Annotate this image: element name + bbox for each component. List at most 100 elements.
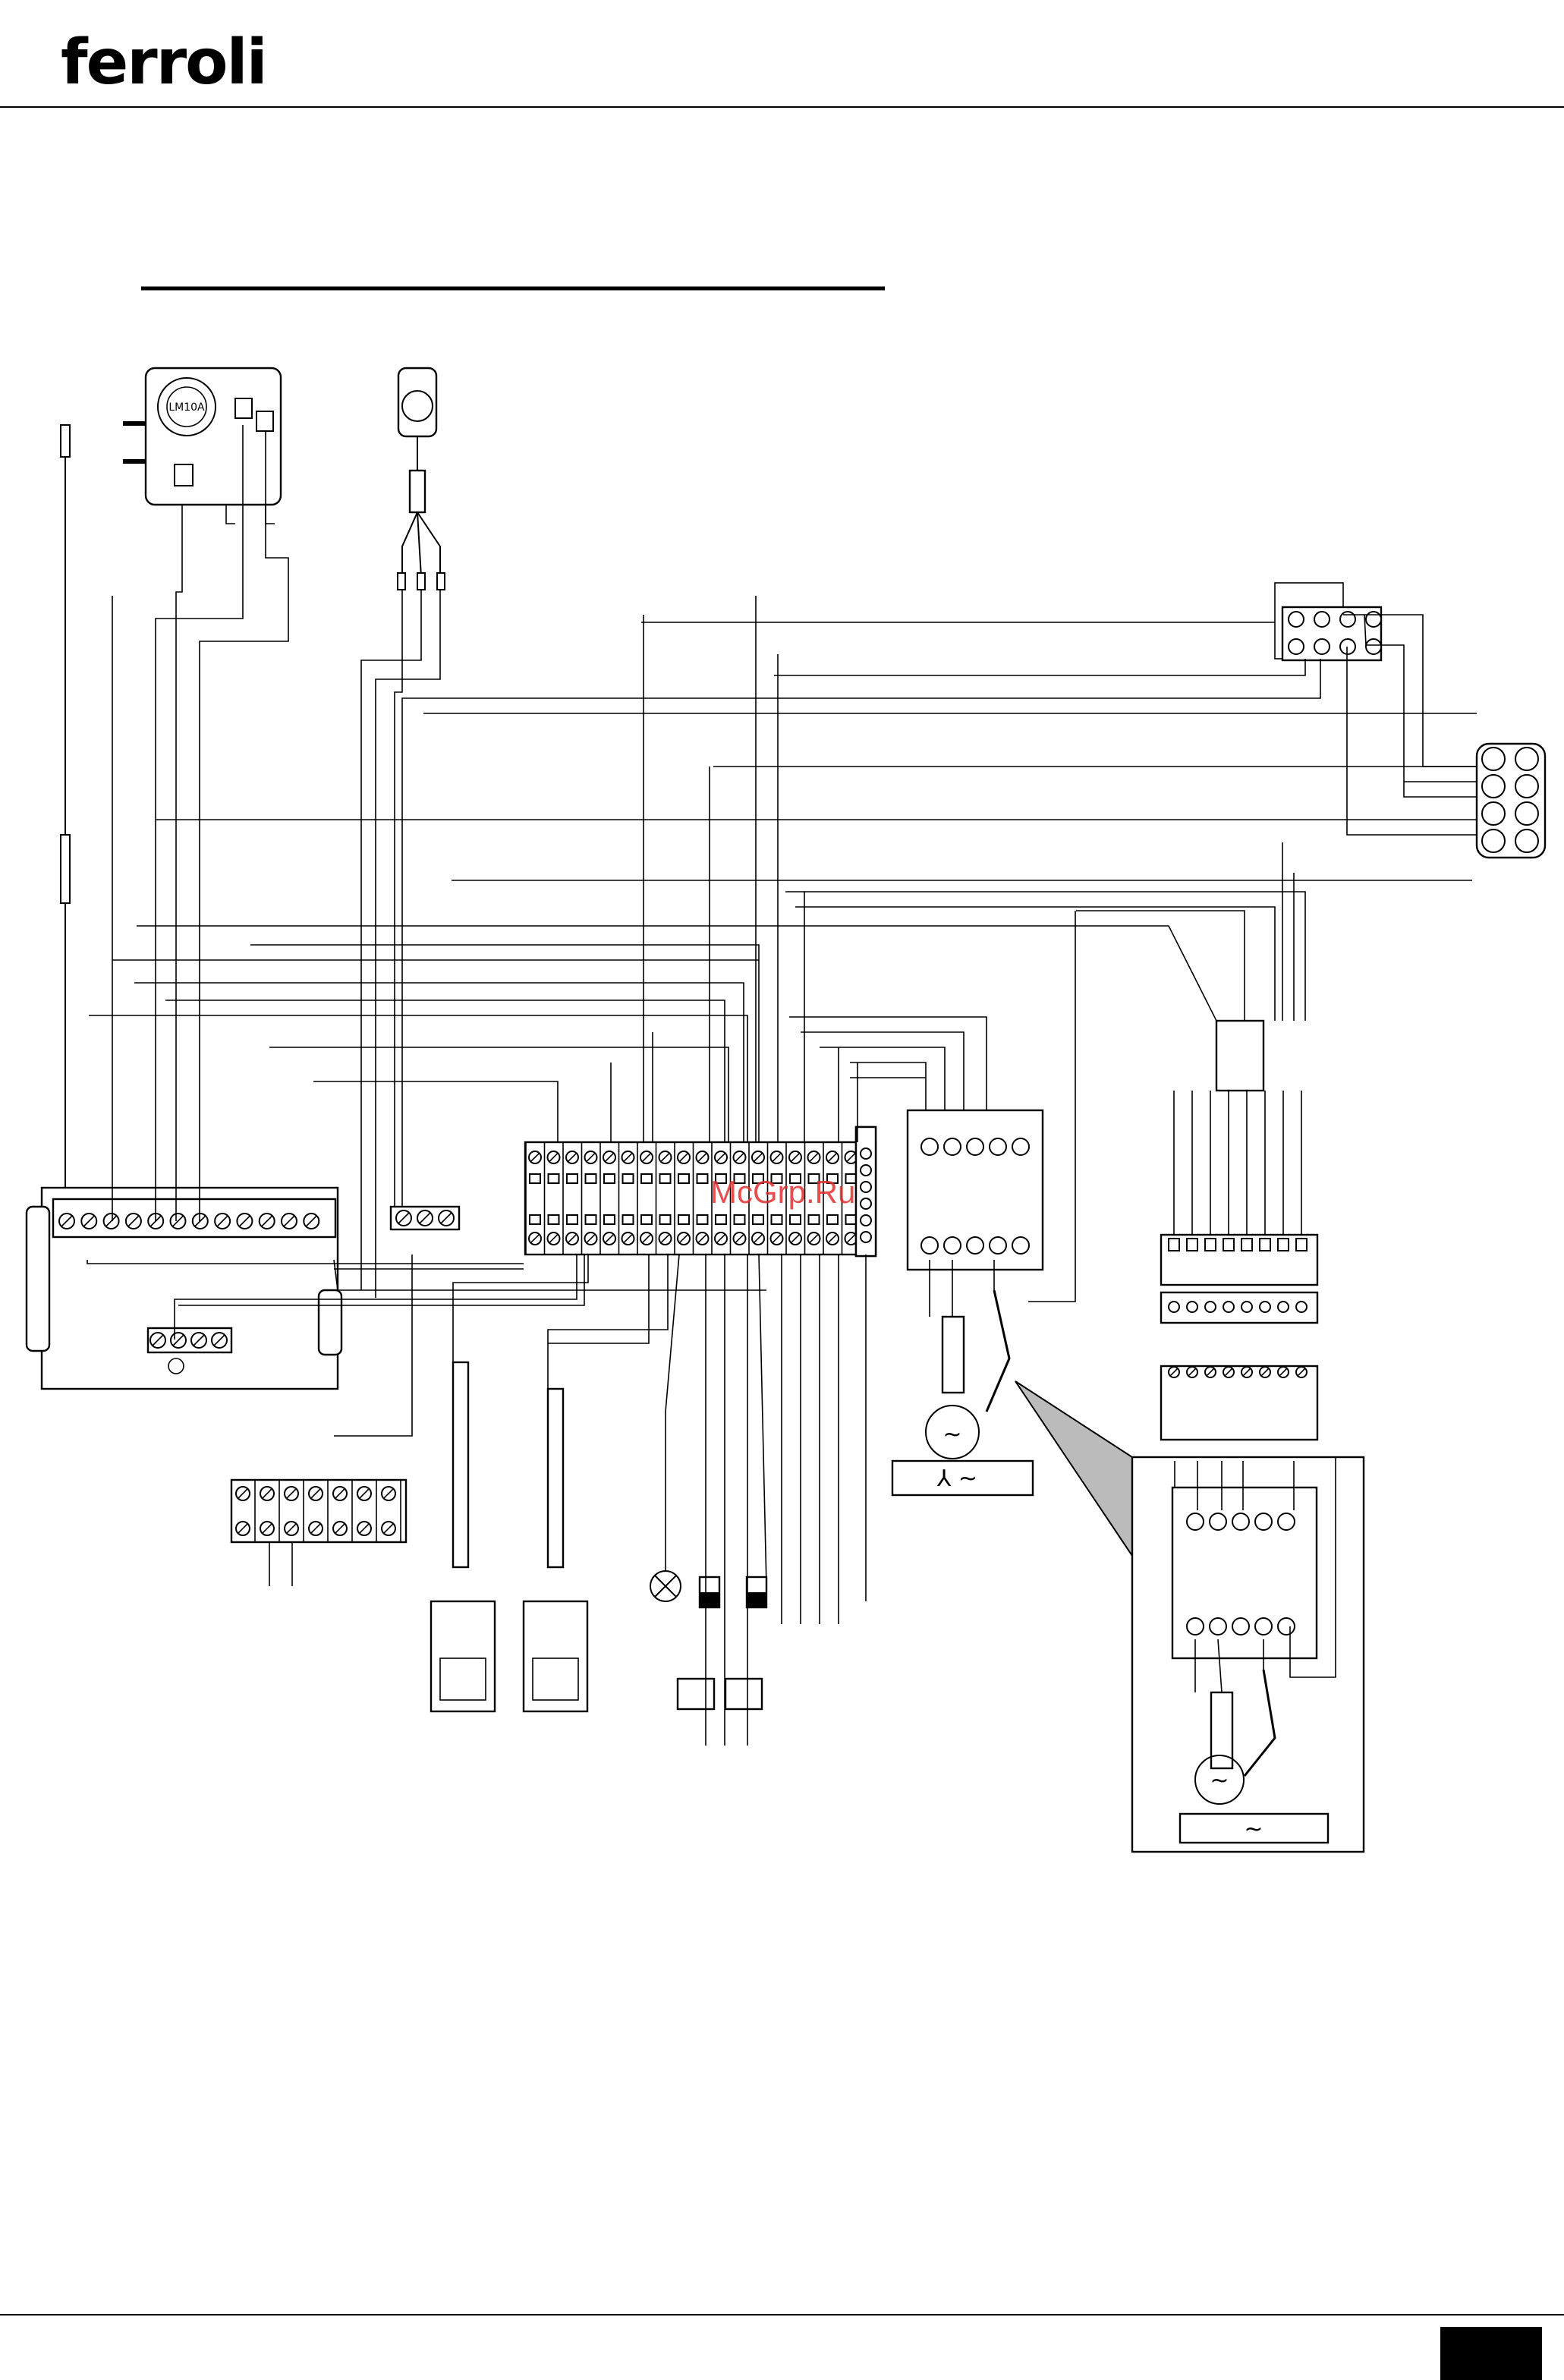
flame-sensor-rod <box>61 425 70 1188</box>
wire <box>376 590 440 1298</box>
pump-terminal <box>921 1237 938 1254</box>
junction-terminal <box>1289 639 1304 654</box>
earth-block-terminal <box>861 1215 871 1226</box>
wire <box>334 1260 766 1290</box>
harness-pin <box>1241 1302 1252 1312</box>
wire <box>165 1000 725 1142</box>
plug-pin <box>1515 830 1538 852</box>
ferroli-logo: ferroli <box>61 27 266 99</box>
wire <box>313 1081 558 1142</box>
detail-terminal <box>1278 1618 1295 1635</box>
harness-pin <box>1241 1239 1252 1251</box>
wire <box>795 907 1275 1021</box>
pump-terminal <box>921 1138 938 1155</box>
pump-terminal <box>990 1237 1006 1254</box>
wire <box>89 1015 747 1142</box>
wire <box>789 1017 987 1110</box>
sensor-connectors <box>431 1362 766 1711</box>
plug-pin <box>1515 775 1538 798</box>
wire <box>453 1255 588 1362</box>
pressure-switch-label: LM10A <box>168 401 205 414</box>
detail-inset: ~ ~ <box>1015 1381 1364 1852</box>
wire <box>850 1062 926 1110</box>
plug-pin <box>1515 802 1538 825</box>
earth-block-terminal <box>861 1182 871 1192</box>
junction-terminal <box>1366 612 1381 627</box>
ignition-electrode <box>398 368 445 590</box>
harness-pin <box>1296 1302 1307 1312</box>
junction-terminal <box>1314 639 1330 654</box>
junction-terminal <box>1340 639 1355 654</box>
harness-pin <box>1260 1302 1270 1312</box>
junction-terminal <box>1314 612 1330 627</box>
detail-terminal <box>1210 1513 1226 1530</box>
harness-pin <box>1278 1302 1289 1312</box>
main-control-board <box>27 1188 341 1389</box>
harness-pin <box>1278 1239 1289 1251</box>
page-tab <box>1440 2327 1542 2380</box>
wire <box>334 1255 412 1436</box>
harness-pin <box>1296 1239 1307 1251</box>
pressure-switch: LM10A <box>123 368 281 524</box>
wire <box>361 590 421 1290</box>
wire <box>1076 911 1245 1021</box>
wire <box>269 1047 729 1142</box>
detail-terminal <box>1210 1618 1226 1635</box>
junction-terminal <box>1366 639 1381 654</box>
pump-terminal <box>967 1138 983 1155</box>
detail-terminal <box>1255 1513 1272 1530</box>
junction-terminal <box>1340 612 1355 627</box>
wire <box>402 659 1320 1207</box>
plug-pin <box>1482 748 1505 770</box>
plug-pin <box>1482 830 1505 852</box>
harness-pin <box>1205 1239 1216 1251</box>
detail-terminal <box>1187 1618 1204 1635</box>
wire <box>1347 647 1477 835</box>
detail-terminal <box>1278 1513 1295 1530</box>
harness-pin <box>1260 1239 1270 1251</box>
detail-motor-symbol: ~ <box>1210 1768 1229 1794</box>
small-terminal-strip <box>391 1207 459 1229</box>
pump-star-label: ⅄ ~ <box>937 1465 977 1492</box>
right-harness <box>1161 1021 1317 1440</box>
pump-terminal <box>944 1237 961 1254</box>
detail-terminal <box>1232 1618 1249 1635</box>
earth-block-terminal <box>861 1165 871 1176</box>
pump-terminal <box>990 1138 1006 1155</box>
plug-pin <box>1482 802 1505 825</box>
wire <box>774 659 1305 675</box>
harness-pin <box>1169 1239 1179 1251</box>
wire <box>137 926 1216 1021</box>
pump-terminal <box>1012 1138 1029 1155</box>
harness-pin <box>1187 1239 1197 1251</box>
pump-terminal <box>944 1138 961 1155</box>
wire <box>759 1255 766 1586</box>
detail-terminal <box>1255 1618 1272 1635</box>
detail-terminal <box>1232 1513 1249 1530</box>
detail-label: ~ <box>1244 1816 1263 1843</box>
harness-pin <box>1187 1302 1197 1312</box>
watermark: McGrp.Ru <box>710 1174 855 1210</box>
bottom-terminal-row <box>231 1480 406 1542</box>
earth-block-terminal <box>861 1232 871 1242</box>
junction-terminal <box>1289 612 1304 627</box>
detail-terminal <box>1187 1513 1204 1530</box>
wire <box>250 945 759 1142</box>
pump-terminal <box>967 1237 983 1254</box>
top-right-junction <box>1275 583 1545 858</box>
harness-pin <box>1223 1239 1234 1251</box>
wire <box>395 590 402 1207</box>
earth-block-terminal <box>861 1148 871 1159</box>
pump-motor-symbol: ~ <box>942 1421 961 1448</box>
plug-pin <box>1515 748 1538 770</box>
pump-terminal <box>1012 1237 1029 1254</box>
wire <box>548 1255 649 1389</box>
plug-pin <box>1482 775 1505 798</box>
wire <box>200 431 288 1221</box>
harness-pin <box>1223 1302 1234 1312</box>
harness-pin <box>1169 1302 1179 1312</box>
harness-pin <box>1205 1302 1216 1312</box>
pump-terminal-box: ~ ⅄ ~ <box>892 1110 1043 1495</box>
